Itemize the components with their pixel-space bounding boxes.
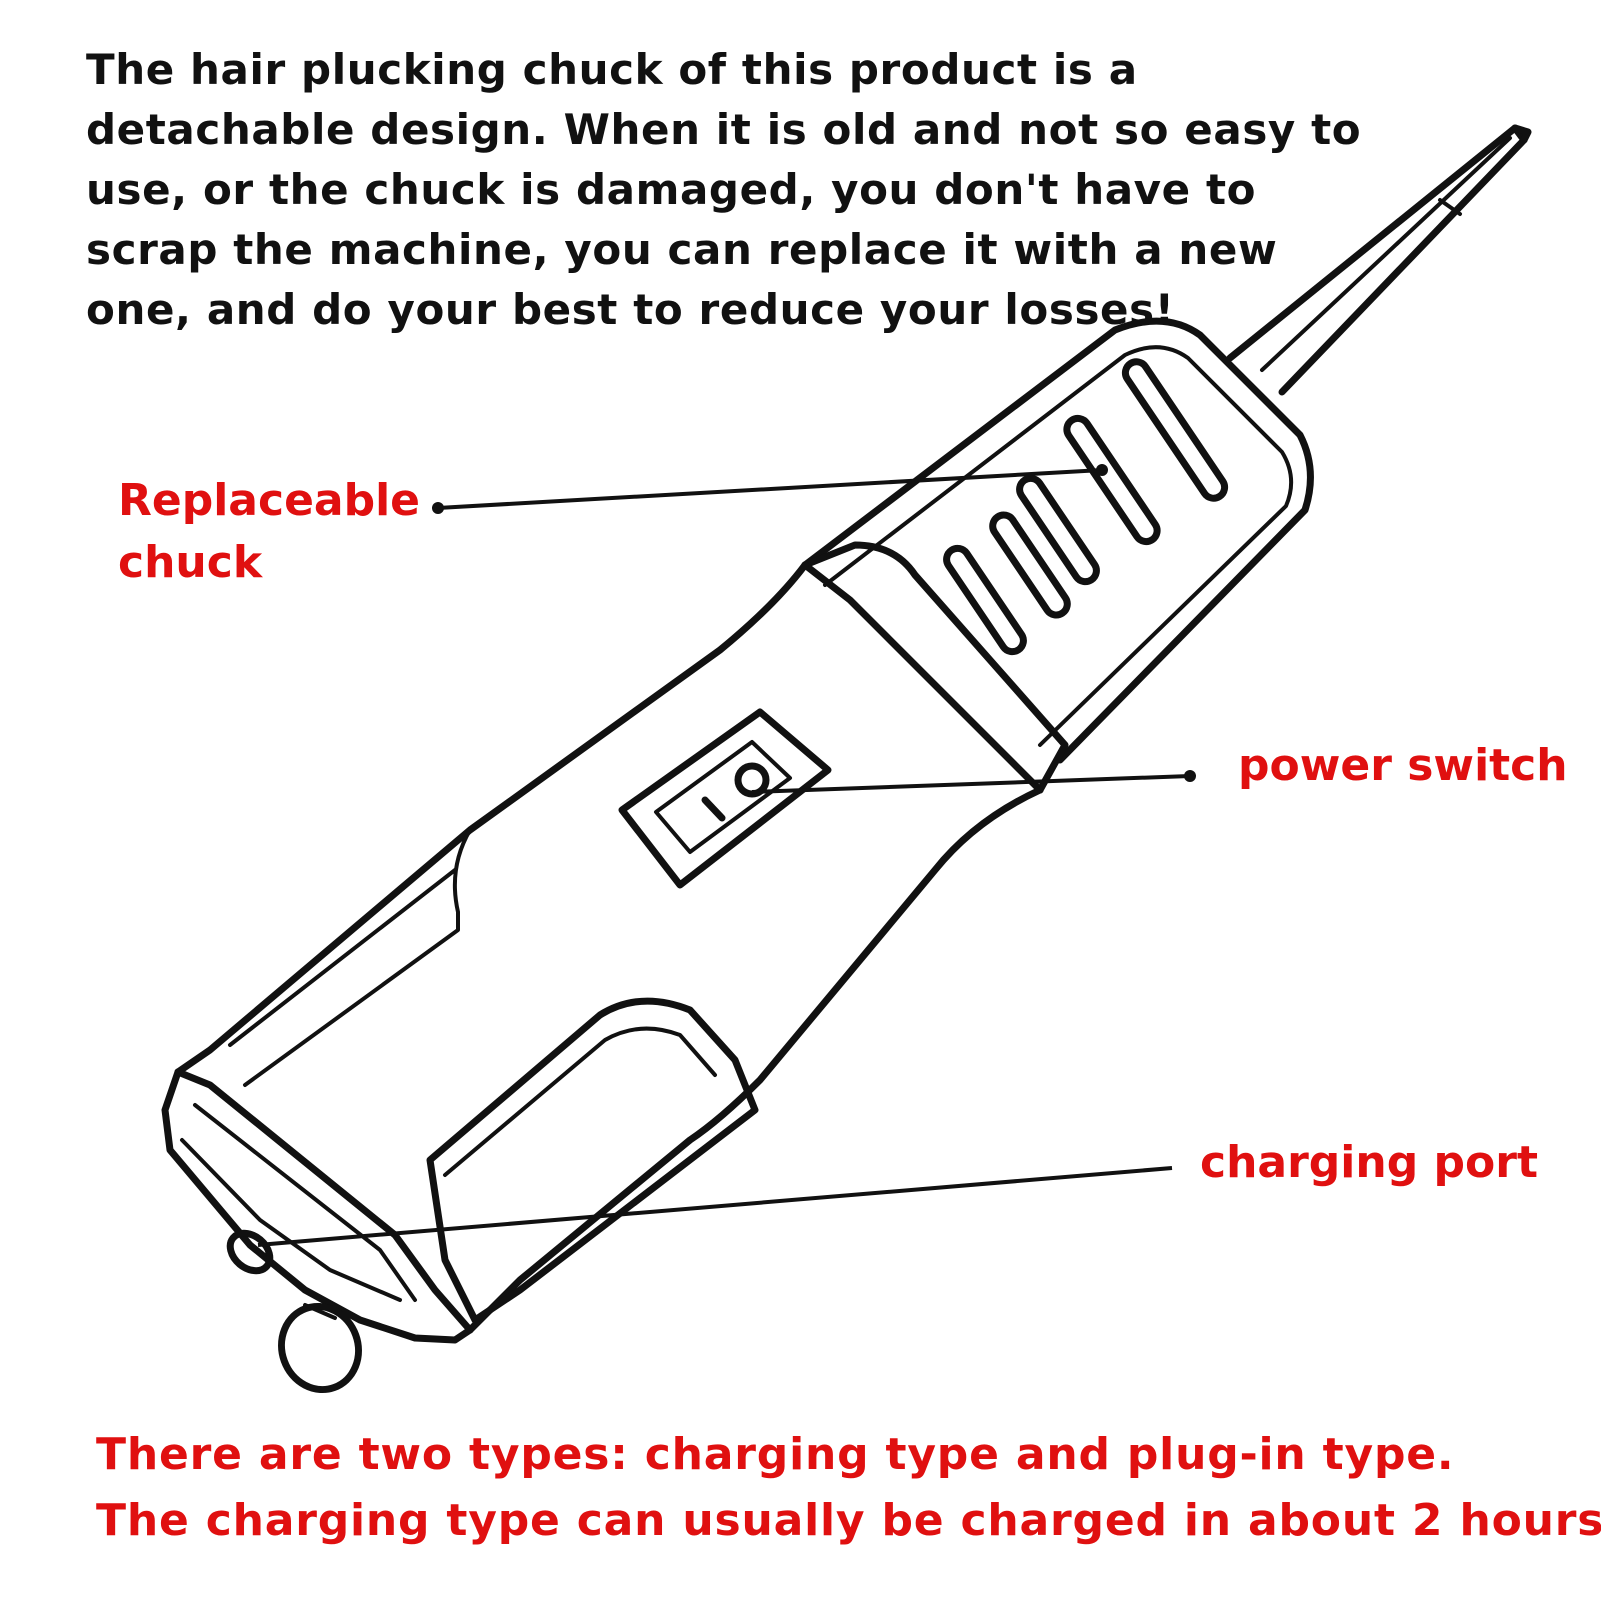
switch-leader-line — [751, 774, 1191, 794]
intro-line: The hair plucking chuck of this product … — [86, 45, 1138, 94]
intro-text: The hair plucking chuck of this product … — [86, 40, 1362, 340]
switch-leader-dot — [1184, 770, 1196, 782]
chuck-leader-dot — [1096, 464, 1108, 476]
chuck-leader-line — [437, 468, 1103, 510]
body-outline — [174, 561, 1044, 1334]
footer-line: There are two types: charging type and p… — [96, 1429, 1455, 1480]
chuck-leader-dot — [432, 502, 444, 514]
tweezer-tip — [1226, 124, 1532, 396]
power-switch-label: power switch — [1238, 740, 1568, 791]
charging-port-drawing — [226, 1229, 362, 1394]
intro-line: one, and do your best to reduce your los… — [86, 285, 1175, 334]
collar-ring — [801, 541, 1069, 794]
replaceable-chuck-label-line: Replaceable — [118, 475, 421, 526]
intro-line: detachable design. When it is old and no… — [86, 105, 1362, 154]
footer-note: There are two types: charging type and p… — [96, 1422, 1601, 1554]
leader-lines — [257, 464, 1196, 1247]
port-leader-line — [257, 1166, 1173, 1247]
charging-port-label: charging port — [1200, 1137, 1538, 1188]
power-switch-drawing — [618, 708, 832, 889]
chuck-head — [801, 317, 1314, 764]
intro-line: use, or the chuck is damaged, you don't … — [86, 165, 1257, 214]
footer-line: The charging type can usually be charged… — [96, 1495, 1601, 1546]
chuck-grip-slots — [943, 358, 1229, 656]
replaceable-chuck-label-line: chuck — [118, 537, 263, 588]
intro-line: scrap the machine, you can replace it wi… — [86, 225, 1278, 274]
replaceable-chuck-label: Replaceable chuck — [118, 470, 420, 594]
base-cap — [161, 1068, 474, 1344]
lower-grip-panel — [426, 997, 759, 1324]
